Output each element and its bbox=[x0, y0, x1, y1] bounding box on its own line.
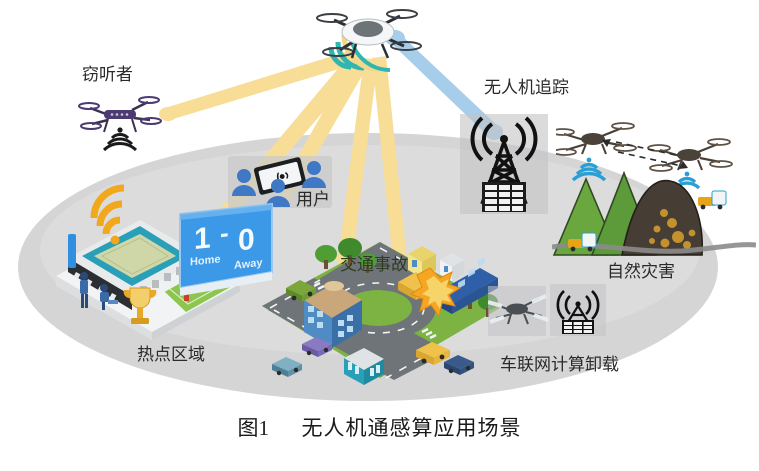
figure-caption-number: 图1 bbox=[237, 416, 270, 440]
central-uav-legs bbox=[350, 43, 390, 59]
eavesdropper-drone[interactable] bbox=[78, 88, 164, 154]
central-uav-drone[interactable] bbox=[304, 2, 422, 72]
city-building-bottom bbox=[344, 348, 384, 385]
stadium-facade-left bbox=[68, 258, 132, 310]
city-roundabout[interactable] bbox=[258, 228, 504, 390]
scoreboard[interactable]: 1 - 0 Home Away bbox=[176, 200, 286, 312]
rescue-vehicle-left bbox=[568, 232, 597, 252]
eavesdropper-body-dots bbox=[110, 113, 129, 116]
landslide-debris bbox=[649, 209, 696, 249]
scoreboard-base bbox=[180, 272, 272, 296]
city-car-navy bbox=[444, 355, 474, 375]
city-car-purple bbox=[302, 337, 332, 357]
city-tree-group-top bbox=[315, 238, 377, 273]
user-avatar bbox=[232, 169, 256, 196]
label-iov-offloading: 车联网计算卸载 bbox=[500, 355, 619, 374]
eavesdropper-body bbox=[104, 110, 136, 119]
user-avatar bbox=[302, 161, 326, 188]
figure-caption: 图1 无人机通感算应用场景 bbox=[0, 412, 759, 442]
scoreboard-score: 1 - 0 bbox=[194, 218, 255, 258]
landslide-mountains[interactable] bbox=[552, 163, 756, 259]
tracking-drone-a bbox=[556, 122, 637, 156]
iov-offloading-group[interactable] bbox=[488, 282, 608, 344]
central-uav-canopy bbox=[353, 21, 383, 37]
collision-explosion-core bbox=[422, 276, 454, 309]
tracking-arrow-heads bbox=[602, 139, 688, 169]
label-natural-disaster: 自然灾害 bbox=[607, 262, 675, 281]
eavesdropper-legs bbox=[103, 118, 137, 133]
user-device-tablet: ( bbox=[253, 157, 307, 195]
scoreboard-away-score: 0 bbox=[238, 223, 255, 258]
city-truck-yellow bbox=[416, 342, 450, 365]
vehicle-collision bbox=[398, 267, 462, 318]
figure-caption-text: 无人机通感算应用场景 bbox=[301, 416, 522, 440]
stadium-bowl-inner-pitch bbox=[94, 234, 176, 278]
label-user: 用户 bbox=[296, 190, 330, 209]
edge-server-racks bbox=[562, 320, 594, 334]
city-building-left bbox=[304, 281, 362, 348]
edge-server-antenna bbox=[550, 284, 606, 336]
user-group[interactable]: ( bbox=[224, 150, 336, 212]
city-car-teal bbox=[272, 357, 302, 377]
cell-tower-antenna-tip bbox=[500, 135, 508, 143]
stadium-spectator-standing bbox=[80, 272, 88, 308]
edge-server-mast bbox=[567, 305, 589, 323]
scoreboard-home-score: 1 bbox=[194, 221, 211, 256]
label-uav-tracking: 无人机追踪 bbox=[484, 78, 569, 97]
scoreboard-separator: - bbox=[220, 218, 229, 249]
tracking-drone-a-signal bbox=[571, 157, 607, 182]
eavesdropper-rotors bbox=[78, 96, 162, 130]
stadium-trophy bbox=[123, 287, 157, 324]
central-uav-signal-arcs bbox=[328, 34, 379, 72]
cellular-tower[interactable] bbox=[452, 112, 556, 218]
svg-text:(: ( bbox=[275, 170, 282, 185]
eavesdropper-signal-arcs bbox=[102, 127, 138, 152]
hotspot-wifi-dot bbox=[110, 235, 120, 245]
scoreboard-home-label: Home bbox=[190, 253, 221, 268]
crosswalk-se bbox=[421, 327, 437, 340]
stadium-spectator-sitting bbox=[100, 284, 118, 310]
hotspot-wifi-arcs bbox=[90, 184, 125, 235]
cell-tower-signal-arcs bbox=[470, 116, 538, 162]
cell-tower-server-racks bbox=[482, 182, 526, 212]
beam-to-eavesdropper bbox=[159, 50, 362, 121]
label-hotspot-area: 热点区域 bbox=[137, 345, 205, 364]
label-traffic-accident: 交通事故 bbox=[340, 255, 408, 274]
stadium-floodlight-panel bbox=[68, 234, 76, 268]
rescue-vehicle-right bbox=[698, 190, 727, 210]
city-truck-green bbox=[286, 280, 316, 302]
label-eavesdropper: 窃听者 bbox=[82, 65, 133, 84]
iov-edge-drone bbox=[488, 294, 549, 325]
scoreboard-team-labels: Home Away bbox=[190, 253, 263, 272]
scoreboard-away-label: Away bbox=[234, 257, 263, 272]
edge-server-signal-arcs bbox=[556, 290, 600, 320]
edge-server-antenna-tip bbox=[575, 301, 581, 307]
